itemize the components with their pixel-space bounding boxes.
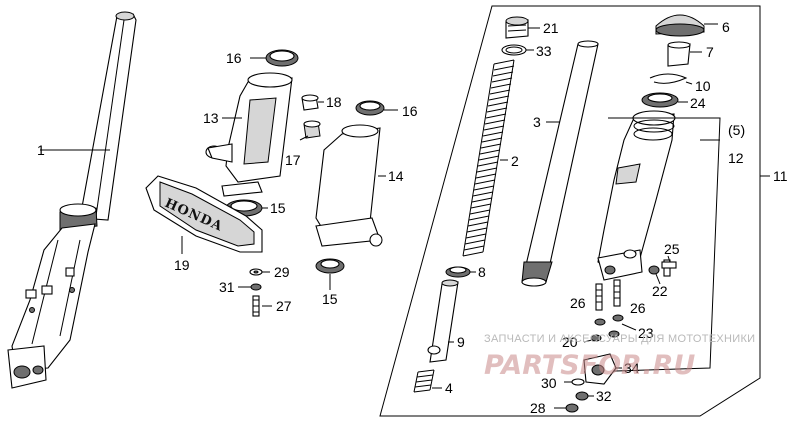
callout-7: 7 bbox=[706, 44, 714, 60]
kit-outline-part-11 bbox=[379, 5, 761, 417]
callout-3: 3 bbox=[533, 114, 541, 130]
callout-10: 10 bbox=[695, 78, 711, 94]
fork-cap-part-6 bbox=[655, 14, 718, 37]
damper-rod-part-9 bbox=[427, 279, 459, 363]
nut-part-32 bbox=[575, 391, 594, 401]
bolt-part-25 bbox=[661, 255, 677, 277]
washer-part-22 bbox=[648, 265, 661, 285]
callout-14: 14 bbox=[388, 168, 404, 184]
clamp-ring-part-15-lower bbox=[315, 258, 345, 290]
fork-assembly-part-1 bbox=[7, 11, 137, 389]
callout-9: 9 bbox=[457, 334, 465, 350]
callout-31: 31 bbox=[219, 279, 235, 295]
callout-19: 19 bbox=[174, 257, 190, 273]
rubber-ring-part-16-right bbox=[355, 100, 398, 116]
washer-part-31 bbox=[238, 283, 262, 291]
callout-27: 27 bbox=[276, 298, 292, 314]
rebound-spring-part-4 bbox=[413, 369, 442, 393]
dust-seal-part-24 bbox=[641, 92, 688, 108]
watermark-tagline: ЗАПЧАСТИ И АКСЕССУАРЫ ДЛЯ МОТОТЕХНИКИ bbox=[484, 333, 755, 345]
callout-20: 20 bbox=[562, 334, 578, 350]
callout-21: 21 bbox=[543, 20, 559, 36]
callout-15a: 15 bbox=[270, 200, 286, 216]
callout-32: 32 bbox=[596, 388, 612, 404]
callout-34: 34 bbox=[624, 360, 640, 376]
callout-16a: 16 bbox=[226, 50, 242, 66]
bushing-part-7 bbox=[667, 41, 702, 67]
watermark-logo: PARTSFOR.RU bbox=[484, 350, 695, 381]
callout-28: 28 bbox=[530, 400, 546, 416]
axle-holder-part-34 bbox=[583, 353, 622, 385]
callout-5: (5) bbox=[728, 122, 745, 138]
callout-23: 23 bbox=[638, 325, 654, 341]
callout-8: 8 bbox=[478, 264, 486, 280]
emblem-plate-part-19: HONDA bbox=[145, 175, 263, 254]
callout-13: 13 bbox=[203, 110, 219, 126]
grommet-part-17 bbox=[299, 120, 321, 141]
washer-part-30 bbox=[564, 378, 585, 386]
stud-part-26-left bbox=[595, 283, 603, 311]
fork-bolt-part-21 bbox=[505, 16, 540, 39]
callout-2: 2 bbox=[511, 153, 519, 169]
nut-part-20 bbox=[583, 330, 620, 343]
callout-26b: 26 bbox=[630, 300, 646, 316]
fork-cover-part-14 bbox=[315, 124, 386, 247]
spring-seat-part-8 bbox=[445, 266, 476, 278]
nut-part-28 bbox=[554, 403, 579, 413]
washer-part-29 bbox=[249, 268, 270, 276]
callout-29: 29 bbox=[274, 264, 290, 280]
washer-part-23 bbox=[594, 314, 637, 331]
callout-17: 17 bbox=[285, 152, 301, 168]
callout-24: 24 bbox=[690, 95, 706, 111]
fork-pipe-part-3 bbox=[521, 40, 599, 287]
callout-4: 4 bbox=[445, 380, 453, 396]
stopper-ring-part-10 bbox=[649, 73, 693, 85]
callout-16b: 16 bbox=[402, 103, 418, 119]
callout-18: 18 bbox=[326, 94, 342, 110]
callout-6: 6 bbox=[722, 19, 730, 35]
stud-part-26-right bbox=[613, 279, 621, 307]
callout-25: 25 bbox=[664, 241, 680, 257]
callout-22: 22 bbox=[652, 283, 668, 299]
callout-12: 12 bbox=[728, 150, 744, 166]
site-watermark: ЗАПЧАСТИ И АКСЕССУАРЫ ДЛЯ МОТОТЕХНИКИ PA… bbox=[484, 333, 755, 381]
callout-26a: 26 bbox=[570, 295, 586, 311]
fork-spring-part-2 bbox=[462, 59, 515, 257]
callout-1: 1 bbox=[37, 142, 45, 158]
bottom-case-part-12 bbox=[583, 110, 721, 373]
callout-11: 11 bbox=[773, 168, 788, 184]
screw-part-27 bbox=[252, 295, 272, 317]
callout-30: 30 bbox=[541, 375, 557, 391]
callout-33: 33 bbox=[536, 43, 552, 59]
rubber-ring-part-16-upper bbox=[250, 49, 299, 67]
o-ring-part-33 bbox=[501, 44, 534, 56]
callout-15b: 15 bbox=[322, 291, 338, 307]
grommet-part-18 bbox=[301, 94, 324, 111]
fork-cover-part-13 bbox=[205, 72, 293, 197]
